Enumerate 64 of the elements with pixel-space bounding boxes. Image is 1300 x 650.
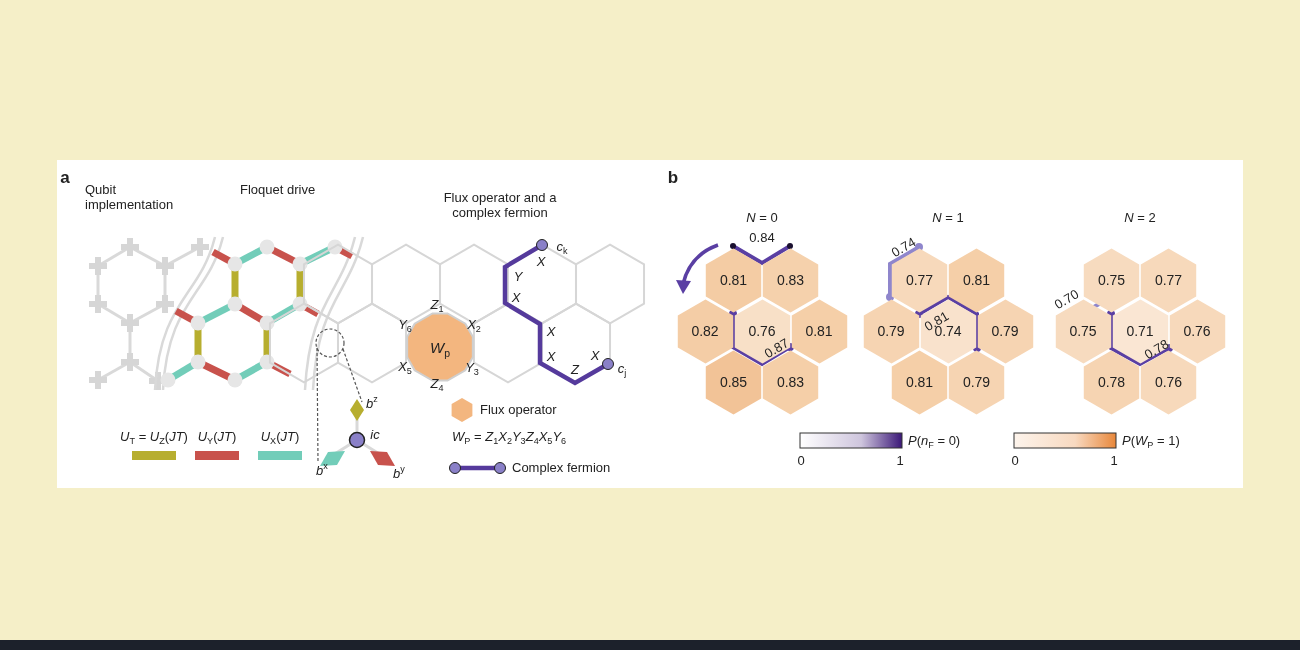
colorbar-tick: 1 <box>1110 453 1118 469</box>
panel-title: Flux operator and a complex fermion <box>442 191 558 221</box>
legend-label: U$_{X}$(JT) <box>260 429 300 445</box>
operator-label: Z <box>571 362 579 378</box>
cell-value: 0.81 <box>719 272 748 288</box>
cell-value: 0.82 <box>691 323 719 339</box>
string-value: 0.70 <box>1052 287 1082 313</box>
colorbar-tick: 1 <box>896 453 904 469</box>
colorbar-tick: 0 <box>797 453 805 469</box>
cell-value: 0.83 <box>776 272 805 288</box>
cell-value: 0.81 <box>905 374 934 390</box>
legend-label: U$_{T}$ = U$_{Z}$(JT) <box>120 429 188 445</box>
string-value: 0.74 <box>889 235 919 261</box>
panel-heading: N = 0 <box>746 210 778 226</box>
cell-value: 0.76 <box>748 323 776 339</box>
cell-value: 0.76 <box>1154 374 1183 390</box>
panel-heading: N = 1 <box>932 210 964 226</box>
panel-letter: b <box>667 168 679 188</box>
string-value: 0.87 <box>762 336 792 362</box>
cell-value: 0.76 <box>1183 323 1211 339</box>
panel-heading: N = 2 <box>1124 210 1156 226</box>
cell-value: 0.75 <box>1097 272 1126 288</box>
operator-label: X$_{5}$ <box>398 359 412 375</box>
cell-value: 0.77 <box>905 272 934 288</box>
cell-value: 0.83 <box>776 374 805 390</box>
cell-value: 0.77 <box>1154 272 1183 288</box>
operator-label: X <box>536 254 546 270</box>
operator-label: Z$_{4}$ <box>430 376 444 392</box>
cell-value: 0.81 <box>962 272 991 288</box>
legend-label: Complex fermion <box>512 460 611 476</box>
legend-label: U$_{Y}$(JT) <box>197 429 237 445</box>
panel-title: Qubit implementation <box>85 183 175 213</box>
cell-value: 0.85 <box>719 374 748 390</box>
formula: W$_{P}$ = Z$_{1}$X$_{2}$Y$_{3}$Z$_{4}$X$_{5}$Y$_{6}$ <box>452 429 567 445</box>
panel-title: Floquet drive <box>240 182 316 198</box>
operator-label: Y <box>513 269 523 285</box>
cell-value: 0.79 <box>877 323 905 339</box>
operator-label: X$_{2}$ <box>467 317 481 333</box>
cell-value: 0.79 <box>991 323 1019 339</box>
legend-label: P(W$_{P}$ = 1) <box>1122 433 1180 449</box>
operator-label: Y$_{3}$ <box>465 360 479 376</box>
fermion-end-label: c$_{j}$ <box>617 361 627 377</box>
majorana-label: b$^{x}$ <box>316 463 328 479</box>
operator-label: X <box>546 349 556 365</box>
operator-label: X <box>590 348 600 364</box>
operator-label: X <box>511 290 521 306</box>
majorana-label: ic <box>370 427 380 443</box>
cell-value: 0.75 <box>1069 323 1097 339</box>
legend-label: P(n$_{F}$ = 0) <box>908 433 961 449</box>
cell-value: 0.81 <box>805 323 833 339</box>
colorbar-tick: 0 <box>1011 453 1019 469</box>
cell-value: 0.79 <box>962 374 991 390</box>
cell-value: 0.78 <box>1097 374 1126 390</box>
majorana-label: b$^{z}$ <box>366 396 378 412</box>
fermion-end-label: c$_{k}$ <box>556 239 568 255</box>
operator-label: Z$_{1}$ <box>430 297 444 313</box>
string-value: 0.84 <box>749 230 775 246</box>
operator-label: Y$_{6}$ <box>398 317 412 333</box>
panel-letter: a <box>60 168 70 188</box>
cell-value: 0.71 <box>1126 323 1154 339</box>
string-value: 0.78 <box>1142 337 1172 363</box>
legend-label: Flux operator <box>480 402 557 418</box>
majorana-label: b$^{y}$ <box>393 466 405 482</box>
operator-label: X <box>546 324 556 340</box>
